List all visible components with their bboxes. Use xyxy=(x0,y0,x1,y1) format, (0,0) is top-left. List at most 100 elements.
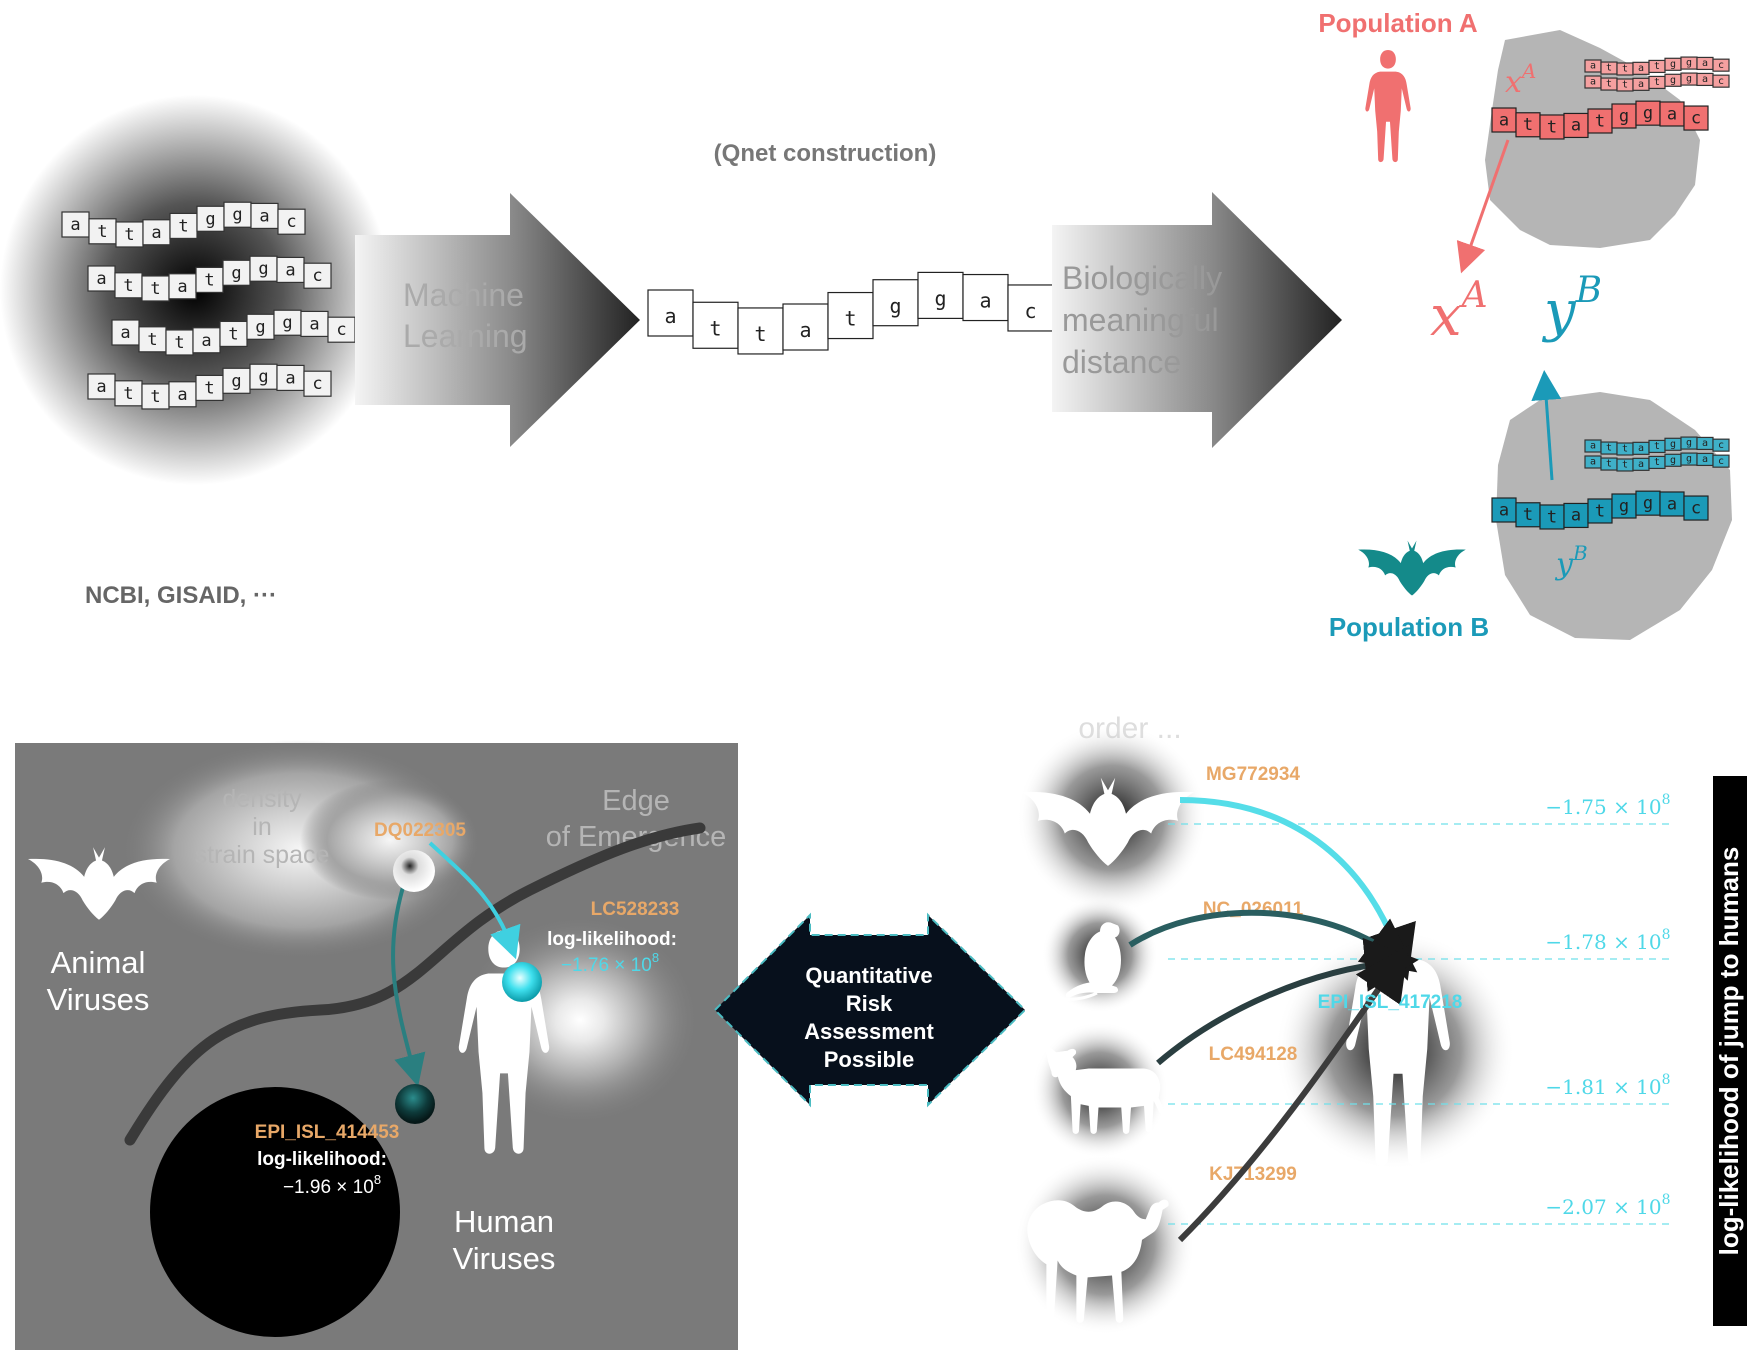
nucleotide-letter: a xyxy=(1571,506,1581,526)
nucleotide-letter: t xyxy=(123,276,133,296)
nucleotide-letter: a xyxy=(1638,63,1644,74)
low-value: −1.96 × 108 xyxy=(283,1172,381,1198)
nucleotide-letter: a xyxy=(259,206,269,226)
nucleotide-letter: a xyxy=(309,314,319,334)
nucleotide-letter: t xyxy=(150,279,160,299)
nucleotide-cell xyxy=(1712,74,1730,88)
arrow-to-low-strain xyxy=(391,864,426,1087)
nucleotide-letter: t xyxy=(1654,441,1660,452)
nucleotide-letter: g xyxy=(205,209,215,229)
nucleotide-letter: t xyxy=(174,333,184,353)
nucleotide-cell xyxy=(1635,100,1661,126)
nucleotide-cell xyxy=(1683,105,1709,131)
nucleotide-letter: c xyxy=(1691,498,1701,518)
strain-ball-low xyxy=(395,1084,435,1124)
nucleotide-letter: t xyxy=(1595,111,1605,131)
population-b-label: Population B xyxy=(1329,612,1489,642)
nucleotide-cell xyxy=(223,201,252,228)
nucleotide-letter: a xyxy=(1638,79,1644,90)
nucleotide-letter: t xyxy=(124,225,134,245)
nucleotide-letter: g xyxy=(1686,454,1692,465)
nucleotide-cell xyxy=(276,256,305,284)
center-line-1: Quantitative xyxy=(805,963,932,988)
strain-space-panel: density in strain space Edge of Emergenc… xyxy=(15,740,738,1350)
nucleotide-letter: g xyxy=(232,205,242,225)
low-loglik-label: log-likelihood: xyxy=(257,1149,387,1170)
nucleotide-cell xyxy=(917,271,964,320)
nucleotide-cell xyxy=(111,319,140,346)
nucleotide-letter: a xyxy=(120,323,130,343)
nucleotide-cell xyxy=(1539,114,1565,140)
nucleotide-cell xyxy=(827,291,874,340)
nucleotide-letter: a xyxy=(1638,459,1644,470)
axis-label-bar xyxy=(1713,776,1747,1326)
population-a-label: Population A xyxy=(1318,8,1478,38)
axis-label: log-likelihood of jump to humans xyxy=(1714,847,1744,1256)
nucleotide-cell xyxy=(1611,103,1637,129)
nucleotide-letter: g xyxy=(1670,455,1676,466)
nucleotide-letter: t xyxy=(1622,460,1628,471)
nucleotide-letter: c xyxy=(312,374,322,394)
nucleotide-letter: g xyxy=(1670,59,1676,70)
nucleotide-cell xyxy=(1515,112,1541,138)
machine-learning-arrow: Machine Learning xyxy=(355,193,640,447)
nucleotide-cell xyxy=(169,212,198,240)
nucleotide-cell xyxy=(87,373,116,400)
nucleotide-cell xyxy=(1587,108,1613,134)
nucleotide-cell xyxy=(1515,502,1541,528)
nucleotide-letter: t xyxy=(150,387,160,407)
nucleotide-letter: c xyxy=(1024,299,1036,323)
host-jump-panel: order ... MG772934−1.75 × 108NC_026011−1… xyxy=(1015,712,1747,1335)
animal-line-1: Animal xyxy=(51,945,146,980)
nucleotide-letter: a xyxy=(177,277,187,297)
nucleotide-letter: a xyxy=(799,318,811,342)
strain-ball-mid xyxy=(502,962,542,1002)
nucleotide-letter: g xyxy=(1670,75,1676,86)
arrow2-line-3: distance xyxy=(1062,344,1181,380)
nucleotide-letter: t xyxy=(1622,64,1628,75)
nucleotide-letter: c xyxy=(312,266,322,286)
host-accession: LC494128 xyxy=(1209,1044,1298,1065)
nucleotide-cell xyxy=(692,301,739,349)
nucleotide-letter: g xyxy=(231,371,241,391)
nucleotide-letter: a xyxy=(96,269,106,289)
nucleotide-letter: a xyxy=(1667,104,1677,124)
nucleotide-cell xyxy=(1491,497,1517,523)
y-b-large: yB xyxy=(1541,270,1602,344)
human-strain-label: EPI_ISL_417218 xyxy=(1318,992,1463,1013)
strain-mid-label: LC528233 xyxy=(591,899,680,920)
nucleotide-cell xyxy=(115,221,144,248)
nucleotide-letter: c xyxy=(1718,60,1724,71)
nucleotide-cell xyxy=(195,266,224,294)
nucleotide-cell xyxy=(196,205,225,232)
edge-line-1: Edge xyxy=(602,785,670,817)
nucleotide-letter: a xyxy=(285,260,295,280)
nucleotide-letter: t xyxy=(1606,443,1612,454)
density-line-1: density xyxy=(222,785,302,813)
x-a-large: xA xyxy=(1430,275,1488,349)
nucleotide-letter: a xyxy=(1590,457,1596,468)
nucleotide-letter: a xyxy=(70,215,80,235)
nucleotide-letter: g xyxy=(1619,496,1629,516)
center-line-3: Assessment xyxy=(804,1019,934,1044)
strain-top-label: DQ022305 xyxy=(374,820,466,841)
nucleotide-letter: t xyxy=(1523,115,1533,135)
sources-label: NCBI, GISAID, ··· xyxy=(85,582,277,609)
nucleotide-cell xyxy=(327,316,356,343)
nucleotide-letter: g xyxy=(1686,58,1692,69)
nucleotide-cell xyxy=(249,255,278,282)
nucleotide-cell xyxy=(138,326,167,353)
nucleotide-letter: a xyxy=(1702,74,1708,85)
nucleotide-letter: a xyxy=(1702,454,1708,465)
nucleotide-letter: a xyxy=(979,289,991,313)
